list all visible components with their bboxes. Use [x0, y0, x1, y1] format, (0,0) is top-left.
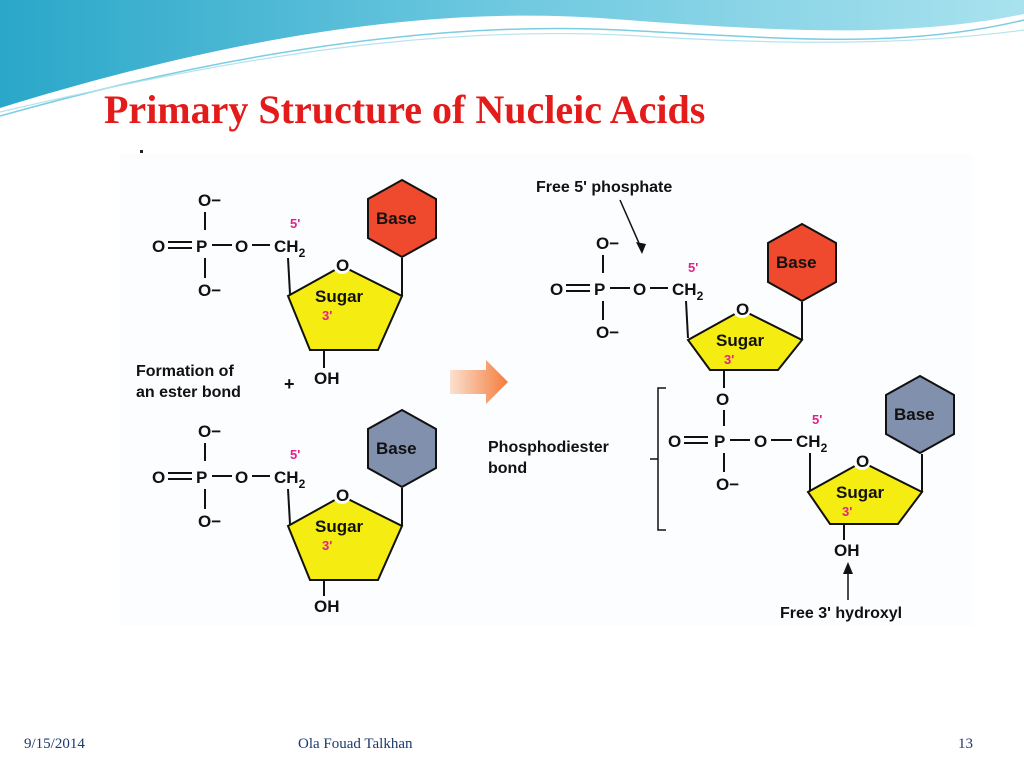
- footer-date: 9/15/2014: [24, 736, 85, 752]
- nucleic-acid-diagram: O− O P O CH2 5' O− O Sugar 3' OH Base Fo…: [120, 154, 972, 626]
- footer-author: Ola Fouad Talkhan: [298, 736, 413, 752]
- diagram-background: [120, 154, 972, 626]
- sugar-ring: [286, 264, 404, 351]
- three-prime-label: 3': [322, 538, 332, 553]
- phosphate-o-bridge: O: [235, 237, 248, 256]
- base-label: Base: [376, 209, 417, 228]
- phosphate-p: P: [714, 432, 725, 451]
- formation-label-group: Formation of an ester bond +: [136, 363, 295, 401]
- phosphate-o-top: O−: [198, 422, 221, 441]
- phosphodiester-label-line1: Phosphodiester: [488, 439, 609, 456]
- nucleotide-bottom-left: O− O P O CH2 5' O− O Sugar 3' OH Base: [152, 408, 437, 616]
- base-label: Base: [776, 253, 817, 272]
- base-label: Base: [894, 405, 935, 424]
- ch-text: CH: [274, 237, 299, 256]
- phosphate-o-top: O−: [198, 191, 221, 210]
- five-prime-label: 5': [290, 447, 300, 462]
- sugar-ring: [686, 308, 804, 371]
- phosphate-o-bridge: O: [235, 468, 248, 487]
- ring-oxygen: O: [336, 256, 349, 275]
- ch-text: CH: [796, 432, 821, 451]
- three-prime-label: 3': [724, 352, 734, 367]
- base-hexagon-slate: [885, 374, 955, 455]
- phosphate-o-bridge: O: [754, 432, 767, 451]
- subscript-two: 2: [299, 246, 306, 260]
- free-phosphate-pointer: [619, 199, 643, 251]
- phosphate-o-double: O: [152, 468, 165, 487]
- ring-oxygen: O: [336, 486, 349, 505]
- phosphate-o-bottom: O−: [716, 475, 739, 494]
- phosphate-o-bridge: O: [633, 280, 646, 299]
- sugar-label: Sugar: [315, 517, 364, 536]
- phosphate-o-bottom: O−: [198, 281, 221, 300]
- sugar-label: Sugar: [315, 287, 364, 306]
- five-prime-label: 5': [812, 412, 822, 427]
- three-prime-label: 3': [842, 504, 852, 519]
- formation-label-line2: an ester bond: [136, 384, 241, 401]
- sugar-label: Sugar: [716, 331, 765, 350]
- sugar-ring: [806, 460, 924, 525]
- phosphate-o-bottom: O−: [596, 323, 619, 342]
- base-hexagon-red: [367, 178, 437, 259]
- free-phosphate-label: Free 5' phosphate: [536, 179, 672, 196]
- formation-label-line1: Formation of: [136, 363, 234, 380]
- nucleotide-top-left: O− O P O CH2 5' O− O Sugar 3' OH Base: [152, 178, 437, 388]
- subscript-two: 2: [821, 441, 828, 455]
- phosphate-p: P: [594, 280, 605, 299]
- phosphate-p: P: [196, 468, 207, 487]
- phosphate-o-double: O: [550, 280, 563, 299]
- free-hydroxyl-label: Free 3' hydroxyl: [780, 605, 902, 622]
- ring-oxygen: O: [736, 300, 749, 319]
- sugar-label: Sugar: [836, 483, 885, 502]
- phosphate-o-double: O: [152, 237, 165, 256]
- ch2-group: CH2: [796, 432, 828, 455]
- hydroxyl-oh: OH: [314, 597, 340, 616]
- nucleotide-bottom-right: O P O CH2 5' O− O Sugar 3' OH Base: [668, 374, 955, 560]
- ch-text: CH: [672, 280, 697, 299]
- nucleotide-top-right: O− O P O CH2 5' O− O Sugar 3' Base O: [550, 222, 837, 426]
- hydroxyl-oh: OH: [314, 369, 340, 388]
- plus-sign: +: [284, 374, 295, 394]
- phosphate-o-bottom: O−: [198, 512, 221, 531]
- subscript-two: 2: [697, 289, 704, 303]
- base-hexagon-red: [767, 222, 837, 303]
- ch2-group: CH2: [274, 237, 306, 260]
- sugar-ring: [286, 494, 404, 581]
- subscript-two: 2: [299, 477, 306, 491]
- bullet-dot: [140, 150, 143, 153]
- hydroxyl-oh: OH: [834, 541, 860, 560]
- footer-page-number: 13: [958, 736, 973, 752]
- phosphate-o-top: O−: [596, 234, 619, 253]
- header-wave-decoration: [0, 0, 1024, 117]
- phosphodiester-label-line2: bond: [488, 460, 527, 477]
- slide-title: Primary Structure of Nucleic Acids: [104, 87, 706, 132]
- base-label: Base: [376, 439, 417, 458]
- phosphate-p: P: [196, 237, 207, 256]
- ch-text: CH: [274, 468, 299, 487]
- phosphodiester-bracket: [650, 387, 666, 531]
- three-prime-label: 3': [322, 308, 332, 323]
- five-prime-label: 5': [290, 216, 300, 231]
- ch2-group: CH2: [672, 280, 704, 303]
- five-prime-label: 5': [688, 260, 698, 275]
- ch2-group: CH2: [274, 468, 306, 491]
- phosphate-o-double: O: [668, 432, 681, 451]
- linkage-oxygen-upper: O: [716, 390, 729, 409]
- reaction-arrow: [450, 360, 508, 404]
- base-hexagon-slate: [367, 408, 437, 489]
- ring-oxygen: O: [856, 452, 869, 471]
